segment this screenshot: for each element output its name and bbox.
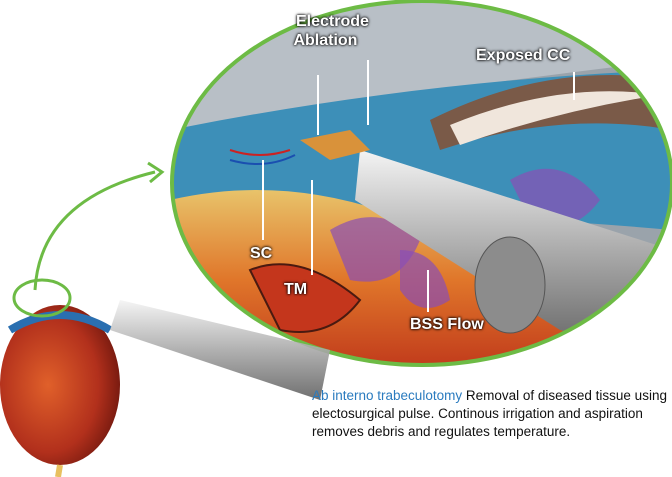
caption-highlight: Ab interno trabeculotomy (312, 388, 463, 403)
caption: Ab interno trabeculotomy Removal of dise… (312, 387, 672, 441)
label-line: Electrode (296, 13, 369, 30)
magnify-ellipse (170, 0, 672, 367)
arrowhead-icon (147, 161, 165, 184)
label-sc: SC (250, 245, 273, 262)
label-exposed-cc: Exposed CC (476, 47, 571, 64)
connector-line (33, 170, 156, 291)
label-electrode-ablation: Electrode Ablation (293, 12, 369, 50)
eye-cross-section (0, 300, 330, 477)
focus-circle (12, 278, 72, 318)
caption-text: Removal of diseased tissue using electos… (312, 388, 667, 439)
label-tm: TM (284, 281, 308, 298)
magnified-view (172, 1, 672, 365)
label-bss-flow: BSS Flow (410, 316, 484, 333)
label-line: Ablation (293, 32, 358, 49)
